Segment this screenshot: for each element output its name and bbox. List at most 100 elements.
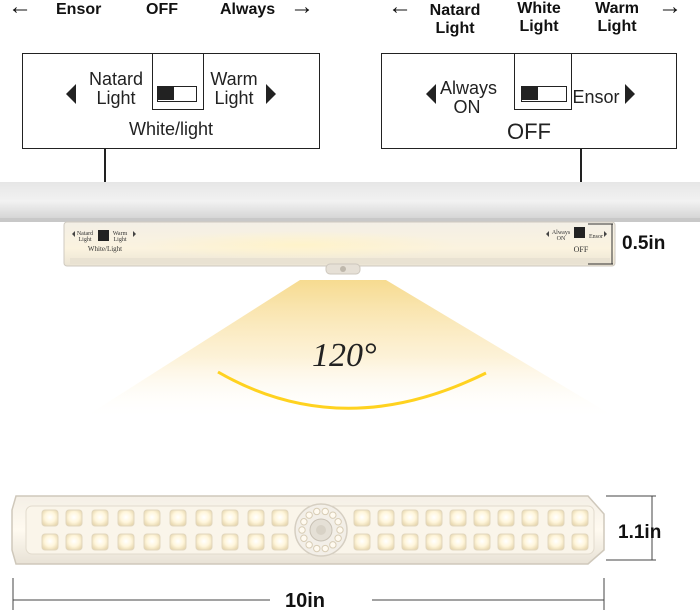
sensor-ring-led [334, 534, 342, 542]
led-chip [377, 533, 395, 551]
sensor-ring-led [334, 518, 342, 526]
led-chip [449, 533, 467, 551]
led-array [41, 509, 589, 551]
length-label: 10in [285, 590, 326, 612]
led-chip [65, 533, 83, 551]
triangle-left-icon [66, 84, 76, 104]
led-chip [353, 533, 371, 551]
bar-off: OFF [573, 245, 589, 254]
led-chip [571, 533, 589, 551]
arrow-right-icon: → [290, 0, 314, 20]
sensor-ring-led [321, 507, 329, 516]
led-chip [521, 533, 539, 551]
light-cone [80, 280, 620, 420]
led-chip [271, 509, 289, 527]
led-chip [247, 533, 265, 551]
sensor-ring-led [336, 526, 344, 534]
led-chip [497, 509, 515, 527]
angle-arc [217, 370, 487, 410]
triangle-right-icon [625, 84, 635, 104]
led-chip [547, 533, 565, 551]
arrow-left-icon: ← [8, 0, 32, 20]
led-chip [401, 509, 419, 527]
led-chip [547, 509, 565, 527]
sensor-ring-led [313, 507, 321, 516]
led-chip [221, 509, 239, 527]
sensor-ring-led [329, 541, 337, 549]
triangle-right-icon [266, 84, 276, 104]
sensor-ring-led [300, 534, 308, 542]
led-chip [91, 533, 109, 551]
header-left: ← Ensor OFF Always → [0, 0, 330, 22]
height-label: 1.1in [618, 522, 662, 543]
left-panel-white-light: White/light [128, 119, 214, 139]
led-chip [41, 509, 59, 527]
light-beam [80, 280, 620, 420]
sensor-ring-led [321, 544, 329, 553]
led-chip [473, 509, 491, 527]
led-chip [117, 509, 135, 527]
bar-white-light: White/Light [87, 245, 123, 253]
sensor-ring-led [305, 541, 313, 549]
led-chip [521, 509, 539, 527]
led-chip [425, 509, 443, 527]
led-chip [449, 509, 467, 527]
height-dimension [606, 495, 656, 561]
led-chip [169, 509, 187, 527]
left-switch-panel: Natard Light Warm Light White/light [22, 53, 320, 149]
left-panel-natard-light: Natard Light [88, 69, 144, 108]
front-view-light [11, 495, 605, 565]
arrow-left-icon: ← [388, 0, 412, 20]
led-chip [169, 533, 187, 551]
led-chip [353, 509, 371, 527]
length-dimension [12, 578, 605, 610]
thickness-dimension [588, 223, 613, 265]
led-chip [195, 509, 213, 527]
header-middle-label: OFF [146, 1, 178, 18]
led-chip [117, 533, 135, 551]
switch-track [521, 86, 567, 102]
switch-track [157, 86, 197, 102]
led-chip [247, 509, 265, 527]
led-chip [425, 533, 443, 551]
led-chip [143, 533, 161, 551]
right-panel-ensor: Ensor [572, 87, 620, 107]
sensor-ring-led [313, 544, 321, 553]
led-chip [221, 533, 239, 551]
led-chip [401, 533, 419, 551]
header-warm-light: Warm Light [595, 0, 639, 35]
left-panel-switch [152, 53, 204, 110]
led-chip [271, 533, 289, 551]
triangle-left-icon [426, 84, 436, 104]
thickness-label: 0.5in [622, 233, 666, 254]
led-chip [571, 509, 589, 527]
bar-warm-light: Warm Light [112, 231, 128, 243]
header-left-label: Ensor [56, 1, 102, 18]
header-natard-light: Natard Light [429, 2, 481, 37]
led-chip [143, 509, 161, 527]
led-chip [473, 533, 491, 551]
bar-always-on: Always ON [551, 230, 571, 242]
led-chip [41, 533, 59, 551]
led-chip [65, 509, 83, 527]
sensor-ring-led [305, 511, 313, 519]
sensor-ring-led [298, 526, 306, 534]
right-panel-off: OFF [507, 119, 551, 144]
led-chip [497, 533, 515, 551]
header-white-light: White Light [517, 0, 561, 35]
bar-natard-light: Natard Light [76, 231, 94, 243]
header-right-label: Always [220, 1, 276, 18]
sensor-ring-led [329, 511, 337, 519]
switch-knob [158, 87, 174, 100]
switch-knob [522, 87, 538, 100]
right-switch-panel: Always ON Ensor OFF [381, 53, 677, 149]
left-panel-warm-light: Warm Light [210, 69, 258, 108]
shelf [0, 182, 700, 220]
right-panel-always-on: Always ON [440, 78, 498, 117]
angle-label: 120° [312, 337, 377, 374]
bar-ensor: Ensor [589, 234, 603, 240]
sensor-ring-led [300, 518, 308, 526]
right-panel-switch [514, 53, 572, 110]
led-chip [195, 533, 213, 551]
led-chip [91, 509, 109, 527]
